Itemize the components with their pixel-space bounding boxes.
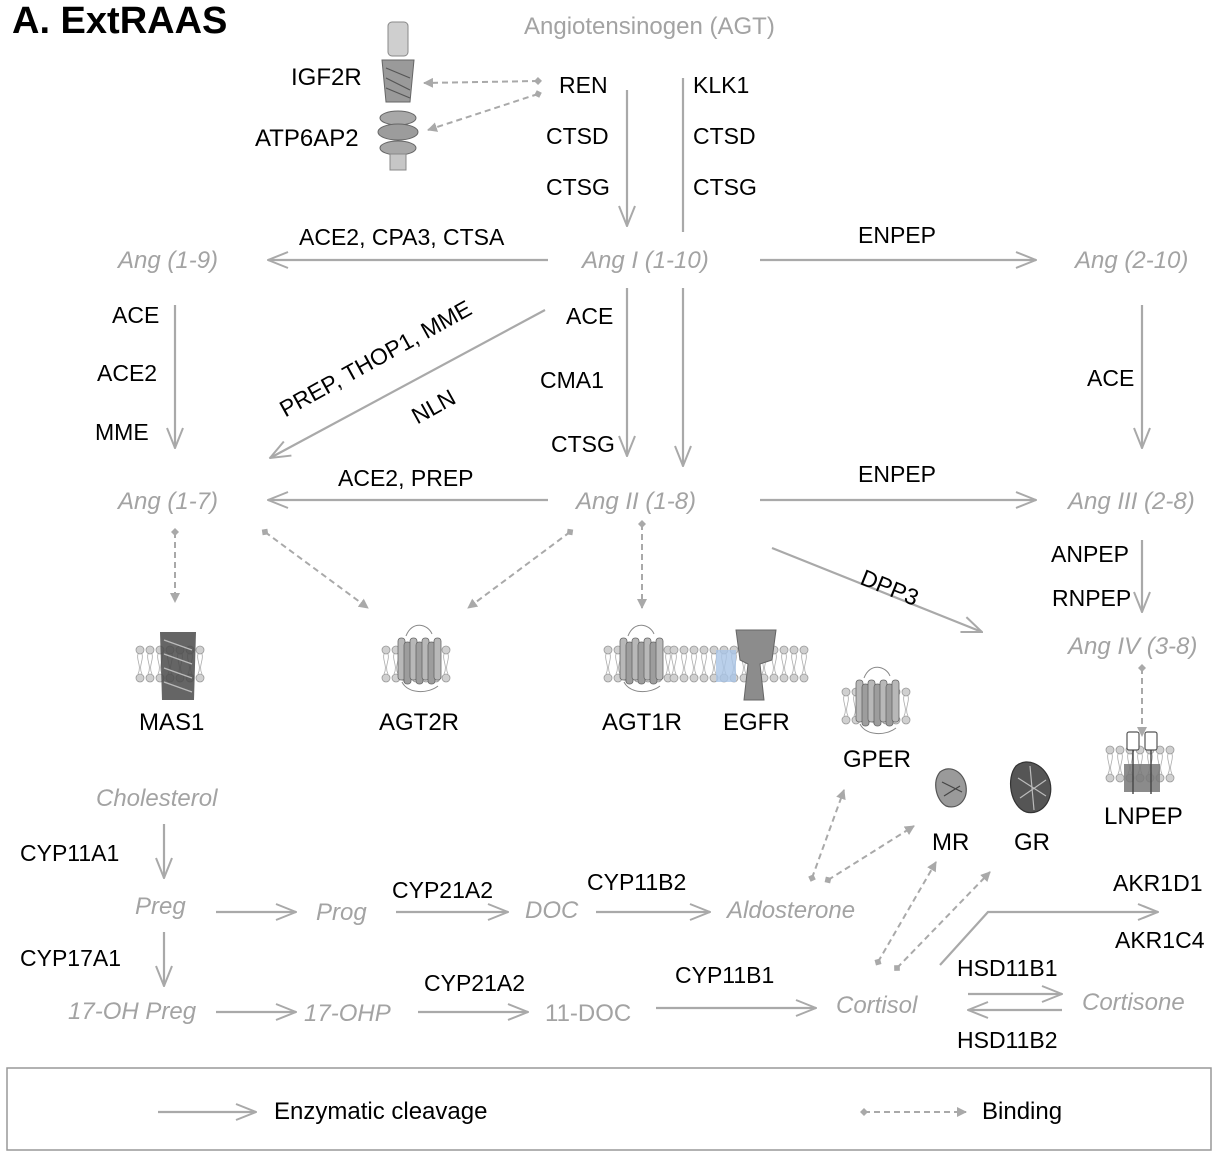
legend-binding-label: Binding (982, 1098, 1063, 1125)
gpcr-helices (855, 666, 900, 734)
egfr-receptor-icon (669, 629, 809, 701)
binding-aldosterone-gper (808, 789, 846, 882)
receptor-label-gper: GPER (843, 746, 912, 773)
enzyme-cyp21a2-top: CYP21A2 (392, 877, 494, 903)
molecule-prog: Prog (316, 899, 367, 926)
enzyme-cyp11a1: CYP11A1 (20, 840, 120, 866)
enzyme-cma1: CMA1 (540, 367, 604, 393)
enzyme-enpep-top: ENPEP (858, 222, 936, 248)
molecule-ang-i: Ang I (1-10) (582, 247, 709, 274)
binding-ren-atp6ap2 (427, 90, 542, 132)
molecule-cortisone: Cortisone (1082, 989, 1185, 1016)
arrow-ang1-to-ang1-7 (270, 309, 546, 458)
agt1r-receptor-icon (603, 624, 673, 692)
enzyme-ace-center: ACE (566, 303, 614, 329)
gpcr-helices (619, 624, 664, 692)
lnpep-receptor-icon (1105, 731, 1175, 794)
receptor-label-egfr: EGFR (723, 709, 790, 736)
enzyme-akr1c4: AKR1C4 (1115, 927, 1205, 953)
receptor-label-mas1: MAS1 (139, 709, 205, 736)
molecule-angiotensinogen: Angiotensinogen (AGT) (524, 13, 775, 40)
receptor-label-agt2r: AGT2R (379, 709, 460, 736)
molecule-ang-iii: Ang III (2-8) (1068, 488, 1195, 515)
enzyme-ctsd-right: CTSD (693, 123, 756, 149)
binding-ren-igf2r (423, 77, 542, 88)
enzyme-ace2-prep: ACE2, PREP (338, 465, 474, 491)
enzyme-akr1d1: AKR1D1 (1113, 870, 1203, 896)
enzyme-klk1: KLK1 (693, 72, 750, 98)
molecule-ang-2-10: Ang (2-10) (1075, 247, 1189, 274)
enzyme-ace-right: ACE (1087, 365, 1135, 391)
molecule-preg: Preg (135, 893, 186, 920)
atp6ap2-receptor-icon (377, 110, 419, 171)
enzyme-cyp11b2: CYP11B2 (587, 869, 687, 895)
receptor-label-atp6ap2: ATP6AP2 (255, 125, 359, 152)
enzyme-hsd11b2: HSD11B2 (957, 1027, 1058, 1053)
enzyme-ace2-left: ACE2 (97, 360, 158, 386)
molecule-ang-1-9: Ang (1-9) (118, 247, 219, 274)
enzyme-hsd11b1: HSD11B1 (957, 955, 1058, 981)
igf2r-receptor-icon (381, 21, 415, 103)
binding-cortisol-mr (874, 861, 937, 966)
molecule-ang-ii: Ang II (1-8) (576, 488, 697, 515)
enzyme-ctsg-right: CTSG (693, 174, 757, 200)
gpcr-helices (397, 624, 442, 692)
enzyme-ace2-cpa3-ctsa: ACE2, CPA3, CTSA (299, 224, 505, 250)
receptor-label-lnpep: LNPEP (1104, 803, 1183, 830)
gper-receptor-icon (841, 666, 911, 734)
enzyme-anpep: ANPEP (1051, 541, 1129, 567)
legend-cleavage-label: Enzymatic cleavage (274, 1098, 488, 1125)
receptor-label-igf2r: IGF2R (291, 64, 362, 91)
binding-ang1-7-agt2r (261, 528, 369, 609)
enzyme-cyp21a2-bottom: CYP21A2 (424, 970, 526, 996)
binding-aldosterone-mr (824, 825, 915, 884)
molecule-ang-1-7: Ang (1-7) (118, 488, 219, 515)
molecule-17ohp: 17-OHP (304, 1000, 391, 1027)
enzyme-mme-left: MME (95, 419, 149, 445)
enzyme-ctsg-left: CTSG (546, 174, 610, 200)
enzyme-ace-left: ACE (112, 302, 160, 328)
enzyme-enpep-mid: ENPEP (858, 461, 936, 487)
enzyme-ctsd-left: CTSD (546, 123, 609, 149)
molecule-17oh-preg: 17-OH Preg (68, 998, 197, 1025)
gr-receptor-icon (1009, 761, 1052, 814)
receptor-label-gr: GR (1014, 829, 1050, 856)
figure-title: A. ExtRAAS (12, 0, 228, 42)
enzyme-ren: REN (559, 72, 608, 98)
molecule-doc: DOC (525, 897, 579, 924)
receptor-label-agt1r: AGT1R (602, 709, 683, 736)
receptor-label-mr: MR (932, 829, 970, 856)
mas1-receptor-icon (135, 632, 205, 700)
enzyme-ctsg-center: CTSG (551, 431, 615, 457)
molecule-aldosterone: Aldosterone (727, 897, 856, 924)
molecule-11-doc: 11-DOC (545, 1000, 632, 1027)
legend-box (6, 1067, 1212, 1151)
molecule-ang-iv: Ang IV (3-8) (1068, 633, 1198, 660)
arrow-ang2-to-ang4 (771, 546, 982, 634)
enzyme-rnpep: RNPEP (1052, 585, 1132, 611)
enzyme-cyp17a1: CYP17A1 (20, 945, 122, 971)
molecule-cortisol: Cortisol (836, 992, 918, 1019)
mr-receptor-icon (935, 768, 967, 808)
binding-ang2-agt2r (467, 528, 574, 609)
enzyme-cyp11b1: CYP11B1 (675, 962, 775, 988)
binding-cortisol-gr (894, 871, 991, 971)
agt2r-receptor-icon (381, 624, 451, 692)
molecule-cholesterol: Cholesterol (96, 785, 218, 812)
